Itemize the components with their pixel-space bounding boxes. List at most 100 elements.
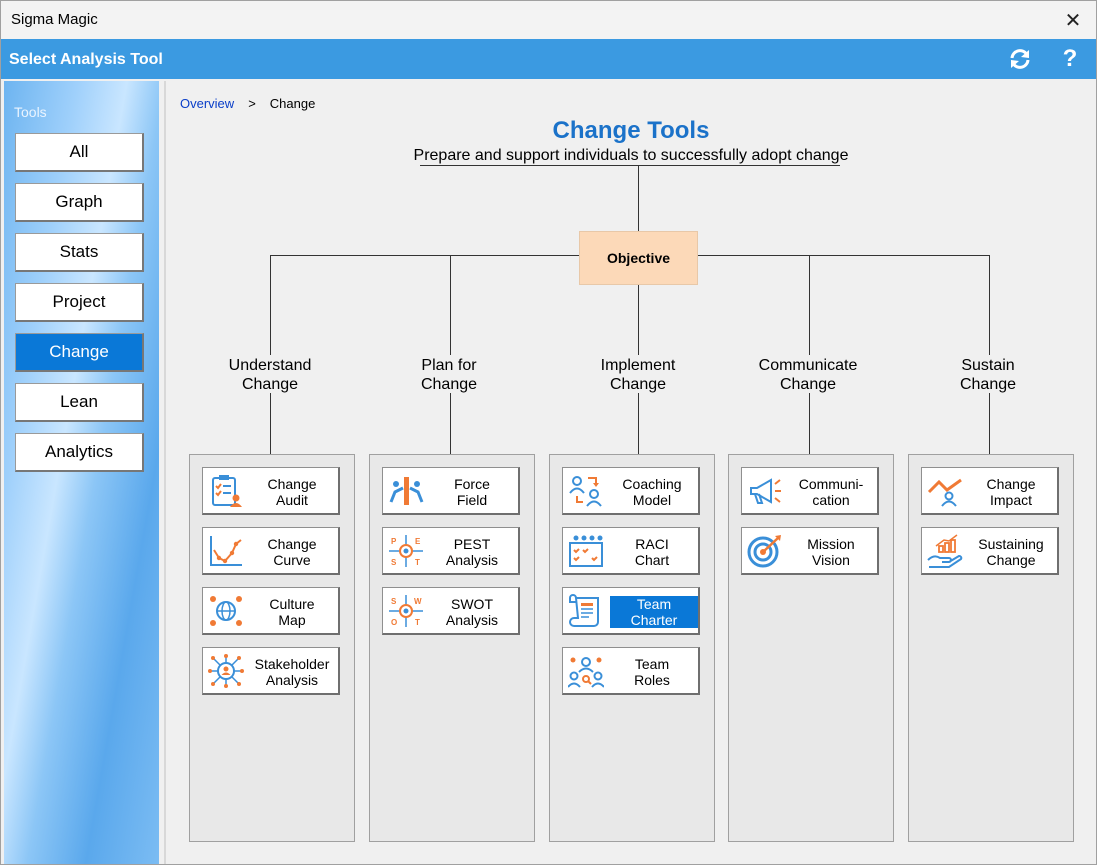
- pest-icon: P E S T: [389, 535, 423, 567]
- connector-line: [270, 393, 271, 454]
- tools-label: Tools: [14, 104, 47, 120]
- charter-scroll-icon: [569, 594, 599, 627]
- tools-sidebar: Tools All Graph Stats Project Change Lea…: [4, 81, 159, 864]
- window-title: Sigma Magic: [11, 11, 98, 28]
- connector-line: [638, 165, 639, 231]
- header-title: Select Analysis Tool: [9, 51, 163, 68]
- raci-icon: [569, 535, 603, 567]
- swot-icon: S W O T: [389, 595, 423, 627]
- svg-text:W: W: [414, 597, 422, 606]
- sidebar-item-project[interactable]: Project: [15, 283, 144, 322]
- svg-text:S: S: [391, 597, 397, 606]
- objective-box: Objective: [579, 231, 698, 285]
- connector-line: [638, 285, 639, 355]
- megaphone-icon: [750, 478, 781, 504]
- sidebar-item-change[interactable]: Change: [15, 333, 144, 372]
- globe-people-icon: [210, 596, 242, 626]
- main-panel: Overview > Change Change Tools Prepare and…: [164, 81, 1094, 864]
- tool-label: Communi-cation: [798, 476, 864, 508]
- hand-growth-icon: [927, 534, 963, 568]
- connector-line: [809, 393, 810, 454]
- connector-line: [638, 393, 639, 454]
- refresh-icon[interactable]: [1007, 46, 1033, 72]
- svg-text:T: T: [415, 558, 420, 567]
- connector-line: [809, 255, 810, 355]
- connector-line: [450, 393, 451, 454]
- breadcrumb-overview-link[interactable]: Overview: [180, 96, 235, 111]
- title-bar: Sigma Magic ✕: [1, 1, 1096, 39]
- curve-chart-icon: [210, 536, 242, 566]
- svg-text:O: O: [391, 618, 397, 627]
- sidebar-item-stats[interactable]: Stats: [15, 233, 144, 272]
- team-roles-icon: [568, 657, 604, 688]
- connector-line: [450, 255, 451, 355]
- tool-communication[interactable]: Communi-cation: [741, 467, 879, 515]
- breadcrumb: Overview > Change: [180, 96, 315, 111]
- svg-text:P: P: [391, 537, 397, 546]
- sidebar-item-analytics[interactable]: Analytics: [15, 433, 144, 472]
- connector-line: [270, 255, 271, 355]
- subtitle-underline: [420, 165, 840, 166]
- sidebar-item-lean[interactable]: Lean: [15, 383, 144, 422]
- connector-line: [989, 393, 990, 454]
- breadcrumb-separator: >: [248, 96, 256, 111]
- svg-text:E: E: [415, 537, 421, 546]
- svg-text:S: S: [391, 558, 397, 567]
- force-field-icon: [389, 477, 424, 505]
- stakeholder-network-icon: [208, 654, 244, 688]
- target-icon: [747, 535, 781, 568]
- breadcrumb-current: Change: [269, 96, 316, 111]
- help-icon[interactable]: ?: [1062, 45, 1078, 72]
- impact-chart-icon: [927, 478, 962, 507]
- header-bar: Select Analysis Tool ?: [1, 39, 1096, 79]
- page-title: Change Tools: [552, 117, 710, 144]
- coaching-icon: [569, 476, 602, 507]
- sidebar-item-all[interactable]: All: [15, 133, 144, 172]
- close-icon[interactable]: ✕: [1064, 9, 1082, 32]
- sidebar-item-graph[interactable]: Graph: [15, 183, 144, 222]
- page-subtitle: Prepare and support individuals to succe…: [413, 147, 849, 164]
- connector-line: [989, 255, 990, 355]
- svg-text:T: T: [415, 618, 420, 627]
- clipboard-check-icon: [212, 475, 242, 507]
